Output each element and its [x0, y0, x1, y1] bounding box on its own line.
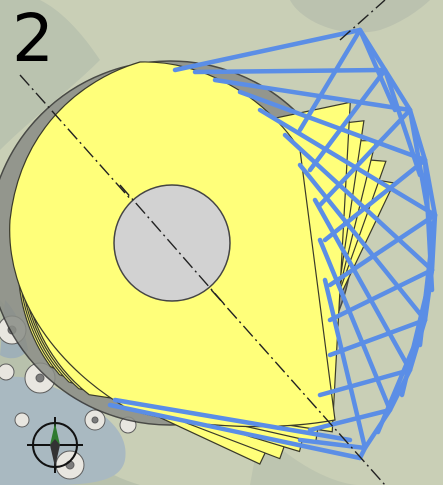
- central-hub: [113, 184, 231, 302]
- compass-rose-icon: [27, 417, 83, 473]
- hub-axis-line: [119, 184, 226, 306]
- axis-line-upper: [339, 0, 386, 41]
- truss-arms: [107, 27, 438, 461]
- figure-number: 2: [12, 0, 54, 77]
